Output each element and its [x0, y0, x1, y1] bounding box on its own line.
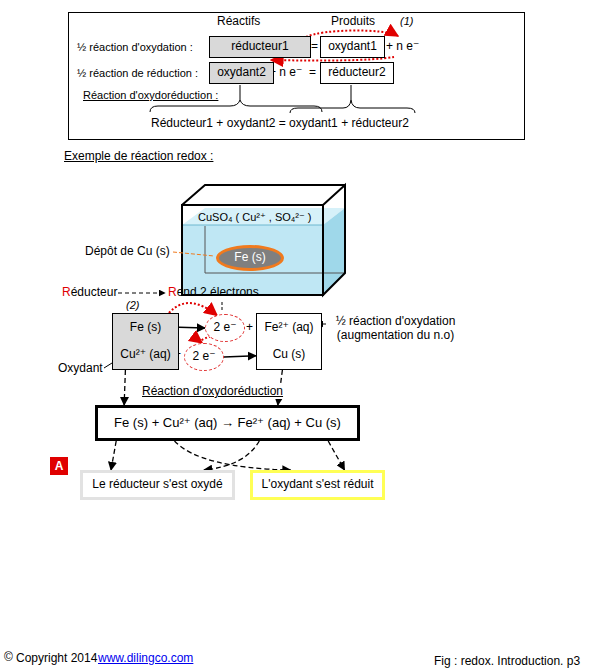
tank-edge — [323, 185, 345, 295]
node-text: Réaction d'oxydoréduction : — [83, 89, 218, 102]
node-text: 2 e⁻ — [213, 321, 236, 335]
water-line — [182, 225, 323, 226]
water — [182, 225, 323, 295]
node-text: oxydant2 — [217, 66, 266, 80]
node-text: Fe (s) — [130, 321, 161, 335]
brace — [290, 100, 415, 113]
connector — [124, 370, 125, 405]
deposit-label: Dépôt de Cu (s) — [85, 245, 170, 259]
leader-arrow — [118, 293, 165, 294]
node-text: Réactifs — [217, 15, 260, 29]
equals-sign: = — [311, 40, 318, 54]
role-label: Rend 2 électrons — [168, 286, 259, 300]
equals-sign: = — [309, 66, 316, 80]
copyright-text: Copyright 2014 — [16, 652, 97, 666]
reactant-box: Fe (s) Cu²⁺ (aq) — [112, 313, 179, 370]
callout-number: (2) — [126, 299, 139, 312]
iron-plate: Fe (s) — [216, 245, 284, 271]
node-text: Fe (s) + Cu²⁺ (aq) → Fe²⁺ (aq) + Cu (s) — [114, 416, 341, 431]
node-text: Produits — [331, 15, 375, 29]
product-box: réducteur2 — [320, 62, 394, 84]
note-box: L'oxydant s'est réduit — [250, 470, 385, 500]
leader-line — [104, 363, 112, 368]
tank-edge — [205, 226, 206, 273]
electron-circle: 2 e⁻ — [184, 343, 224, 371]
role-label: Réducteur — [62, 286, 117, 300]
leader-line — [222, 302, 223, 312]
role-label: Oxydant — [58, 362, 103, 376]
leader-line — [173, 252, 214, 256]
equation-box: Fe (s) + Cu²⁺ (aq) → Fe²⁺ (aq) + Cu (s) — [95, 405, 360, 441]
reactant-box: réducteur1 — [209, 36, 311, 58]
electron-circle: 2 e⁻ — [205, 314, 245, 342]
figure-caption: Fig : redox. Introduction. p3 — [434, 655, 580, 669]
node-text: Cu²⁺ (aq) — [120, 348, 170, 362]
connector — [328, 441, 344, 470]
node-text: 2 e⁻ — [192, 350, 215, 364]
brace — [150, 100, 322, 112]
water — [323, 208, 345, 295]
node-text: Fe (s) — [234, 251, 265, 265]
section-heading: Réaction d'oxydoréduction — [140, 385, 285, 399]
node-text: L'oxydant s'est réduit — [262, 478, 374, 492]
node-text: Le réducteur s'est oxydé — [92, 478, 222, 492]
node-text: ½ réaction d'oxydation : — [77, 41, 193, 54]
connector — [179, 327, 205, 329]
leader-line — [240, 85, 241, 100]
product-box: oxydant1 — [320, 36, 385, 58]
electron-term: + n e⁻ — [269, 66, 302, 80]
plus-sign: + — [246, 321, 253, 335]
node-text: réducteur2 — [328, 66, 385, 80]
node-text: ½ réaction de réduction : — [77, 67, 198, 80]
copyright-sign: © — [4, 651, 13, 665]
website-link: www.dilingco.com — [98, 652, 193, 666]
product-box: Fe²⁺ (aq) Cu (s) — [256, 313, 322, 370]
connector — [175, 441, 291, 470]
connector — [111, 441, 116, 470]
callout-number: (1) — [400, 15, 413, 28]
frame-box: Réactifs Produits ½ réaction d'oxydation :… — [68, 12, 525, 140]
node-text: réducteur1 — [231, 40, 288, 54]
node-text: Cu (s) — [273, 348, 306, 362]
connector — [224, 356, 256, 357]
connector — [204, 441, 259, 470]
node-text: oxydant1 — [328, 40, 377, 54]
section-heading: Exemple de réaction redox : — [64, 150, 213, 164]
tank — [182, 205, 323, 295]
solution-label: CuSO₄ ( Cu²⁺ , SO₄²⁻ ) — [198, 211, 312, 224]
reactant-box: oxydant2 — [209, 62, 274, 84]
electron-term: + n e⁻ — [386, 40, 419, 54]
water-surface — [182, 208, 345, 225]
node-text: Fe²⁺ (aq) — [264, 321, 313, 335]
note-label: ½ réaction d'oxydation (augmentation du … — [328, 315, 463, 343]
note-box: Le réducteur s'est oxydé — [80, 470, 235, 500]
node-text: Réducteur1 + oxydant2 = oxydant1 + réduc… — [151, 117, 409, 131]
marker-letter: A — [50, 457, 68, 475]
tank-edge — [182, 185, 345, 205]
leader-line — [351, 85, 352, 100]
